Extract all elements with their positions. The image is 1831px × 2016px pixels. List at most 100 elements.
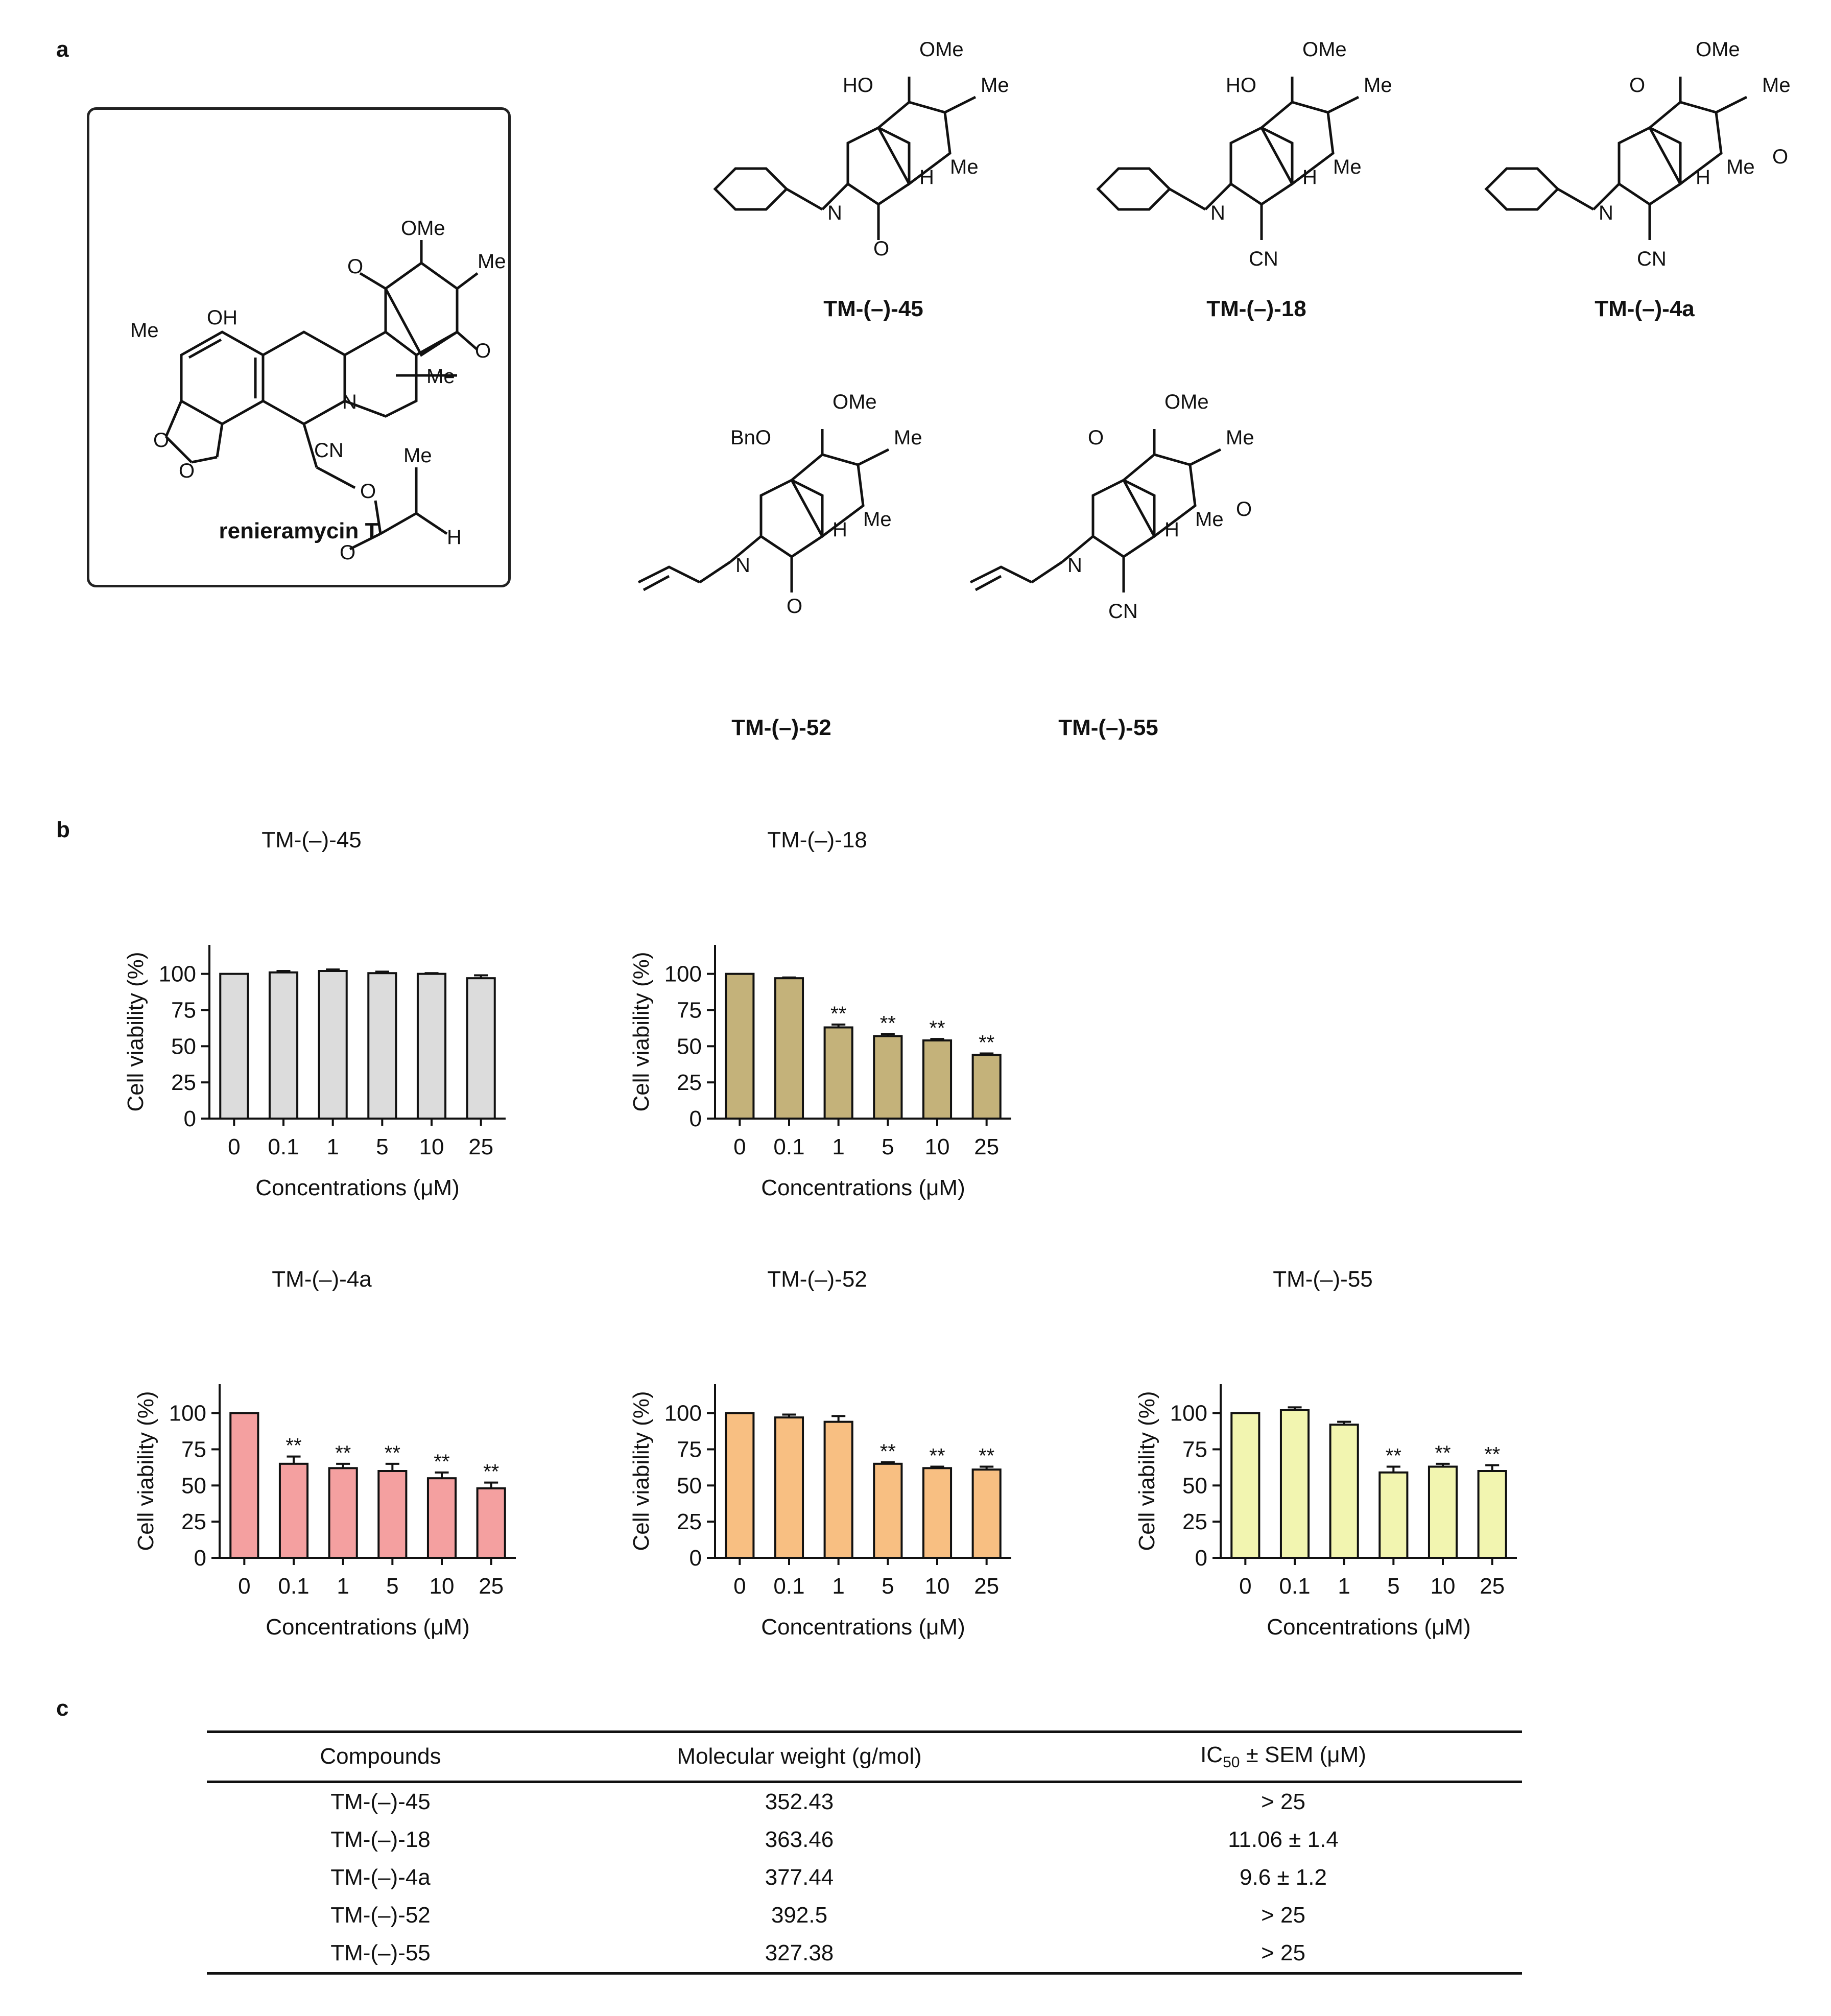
bar xyxy=(873,1035,903,1120)
chart-title-0: TM-(–)-45 xyxy=(261,827,362,852)
svg-text:H: H xyxy=(1302,166,1317,188)
y-tick-label: 100 xyxy=(664,962,702,987)
y-tick-label: 25 xyxy=(1182,1509,1207,1534)
bar xyxy=(1428,1465,1458,1559)
svg-text:H: H xyxy=(1164,518,1179,541)
svg-text:Me: Me xyxy=(1364,74,1392,97)
compound-name-45: TM-(–)-45 xyxy=(823,296,923,321)
svg-text:N: N xyxy=(735,554,750,577)
y-tick-label: 25 xyxy=(181,1509,206,1534)
compound-name-18: TM-(–)-18 xyxy=(1206,296,1306,321)
svg-text:Me: Me xyxy=(1333,156,1362,178)
bar xyxy=(318,970,348,1120)
x-tick-label: 0.1 xyxy=(773,1574,804,1599)
x-tick-label: 25 xyxy=(974,1574,999,1599)
y-tick-label: 50 xyxy=(1182,1473,1207,1498)
bar xyxy=(1329,1424,1359,1559)
x-tick-label: 0.1 xyxy=(1279,1574,1310,1599)
bar xyxy=(971,1468,1002,1559)
significance-label: ** xyxy=(979,1032,994,1054)
chart-title-3: TM-(–)-52 xyxy=(767,1267,867,1292)
renieramycin-name: renieramycin T xyxy=(219,518,379,543)
svg-text:BnO: BnO xyxy=(730,426,771,449)
svg-text:H: H xyxy=(1696,166,1710,188)
svg-text:HO: HO xyxy=(843,74,873,97)
ic50-table: Compounds Molecular weight (g/mol) IC50 … xyxy=(207,1730,1522,1975)
y-tick-label: 25 xyxy=(677,1509,702,1534)
x-axis-label: Concentrations (μM) xyxy=(266,1615,469,1640)
bar xyxy=(219,973,249,1120)
svg-text:N: N xyxy=(827,202,842,224)
label-o-1: O xyxy=(347,255,363,278)
x-axis-label: Concentrations (μM) xyxy=(761,1175,965,1200)
bar xyxy=(278,1462,309,1559)
renieramycin-box: OMe Me O O OH Me O O N CN Me O O H Me Me… xyxy=(87,107,511,587)
x-axis-label: Concentrations (μM) xyxy=(1267,1615,1470,1640)
svg-text:CN: CN xyxy=(1637,248,1667,270)
significance-label: ** xyxy=(830,1003,846,1025)
svg-text:O: O xyxy=(787,595,802,618)
bar xyxy=(725,973,755,1120)
significance-label: ** xyxy=(286,1435,301,1457)
x-tick-label: 1 xyxy=(1338,1574,1350,1599)
significance-label: ** xyxy=(335,1442,351,1464)
x-tick-label: 25 xyxy=(468,1134,493,1159)
bar xyxy=(1279,1409,1310,1559)
x-tick-label: 0.1 xyxy=(268,1134,299,1159)
svg-text:Me: Me xyxy=(1762,74,1791,97)
y-tick-label: 0 xyxy=(194,1546,206,1571)
bar xyxy=(426,1477,457,1559)
bar xyxy=(268,971,299,1120)
panel-label-a: a xyxy=(56,37,69,62)
y-tick-label: 75 xyxy=(677,1437,702,1462)
bar xyxy=(873,1462,903,1559)
x-tick-label: 25 xyxy=(479,1574,504,1599)
y-tick-label: 0 xyxy=(1195,1546,1207,1571)
y-axis-label: Cell viability (%) xyxy=(629,1391,654,1551)
y-tick-label: 25 xyxy=(171,1070,196,1095)
bar xyxy=(476,1487,506,1559)
svg-text:O: O xyxy=(1088,426,1104,449)
label-o-3: O xyxy=(153,429,169,452)
bar xyxy=(1230,1412,1261,1559)
x-tick-label: 0 xyxy=(733,1134,746,1159)
significance-label: ** xyxy=(1435,1442,1450,1464)
header-compounds: Compounds xyxy=(207,1730,554,1783)
bar xyxy=(725,1412,755,1559)
label-o-6: O xyxy=(340,541,355,564)
x-tick-label: 10 xyxy=(430,1574,455,1599)
header-molecular-weight: Molecular weight (g/mol) xyxy=(554,1730,1044,1783)
svg-text:OMe: OMe xyxy=(1696,38,1740,61)
y-tick-label: 75 xyxy=(677,998,702,1023)
svg-text:Me: Me xyxy=(863,508,892,531)
x-tick-label: 1 xyxy=(832,1134,844,1159)
y-tick-label: 0 xyxy=(689,1106,702,1131)
x-tick-label: 0 xyxy=(228,1134,240,1159)
svg-text:Me: Me xyxy=(1226,426,1254,449)
bar xyxy=(774,1416,804,1559)
svg-text:HO: HO xyxy=(1226,74,1256,97)
y-axis-label: Cell viability (%) xyxy=(133,1391,158,1551)
y-tick-label: 100 xyxy=(664,1401,702,1426)
header-ic50: IC50 ± SEM (μM) xyxy=(1044,1730,1522,1783)
y-axis-label: Cell viability (%) xyxy=(123,952,148,1112)
svg-text:CN: CN xyxy=(1249,248,1278,270)
y-tick-label: 50 xyxy=(171,1034,196,1059)
label-n: N xyxy=(342,391,357,413)
bar xyxy=(922,1039,953,1120)
y-tick-label: 75 xyxy=(1182,1437,1207,1462)
y-tick-label: 50 xyxy=(677,1034,702,1059)
x-tick-label: 25 xyxy=(974,1134,999,1159)
x-tick-label: 5 xyxy=(386,1574,398,1599)
bar xyxy=(416,973,447,1120)
bar xyxy=(367,972,397,1120)
compound-name-4a: TM-(–)-4a xyxy=(1595,296,1695,321)
chart-title-1: TM-(–)-18 xyxy=(767,827,867,852)
x-tick-label: 10 xyxy=(419,1134,444,1159)
svg-text:O: O xyxy=(1629,74,1645,97)
